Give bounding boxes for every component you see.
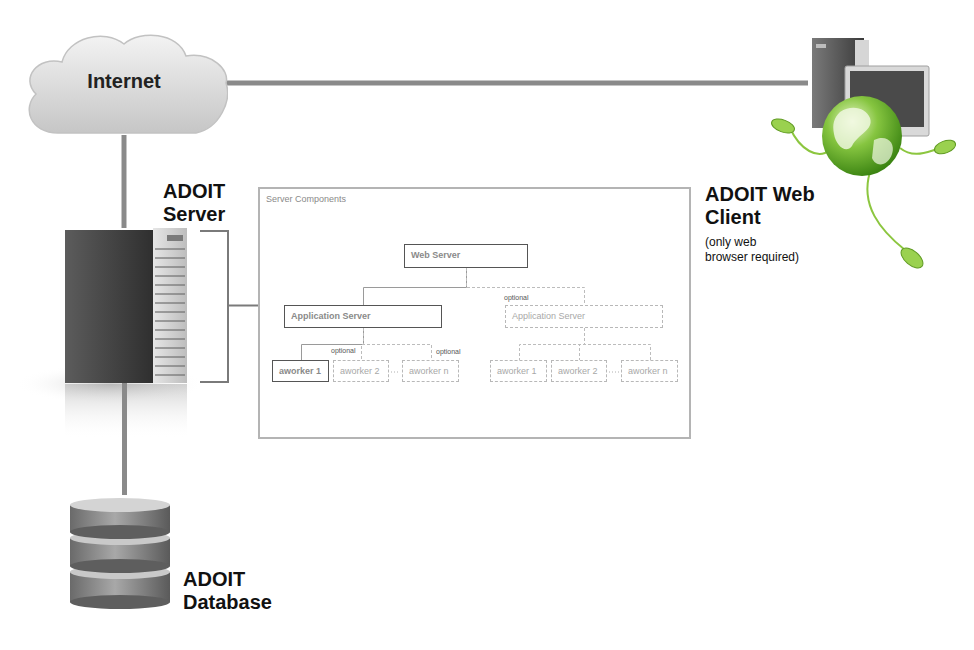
- cloud-node: Internet: [20, 28, 228, 138]
- optional-box: aworker n: [402, 360, 459, 382]
- node-note: (only web browser required): [705, 235, 801, 265]
- node-label: aworker 2: [558, 366, 598, 376]
- optional-connector: [364, 328, 432, 360]
- optional-note: optional: [504, 294, 529, 301]
- node-label: Application Server: [291, 311, 371, 321]
- bracket: [200, 231, 228, 382]
- node-label: aworker 1: [279, 366, 321, 376]
- database-node: ADOIT Database: [68, 495, 172, 608]
- connector: [226, 81, 808, 86]
- node-label: Internet: [87, 70, 160, 93]
- components-frame: Web ServerApplication Server Application …: [258, 187, 691, 439]
- optional-box: aworker 2: [333, 360, 389, 382]
- optional-connector: [580, 328, 585, 360]
- node-heading: ADOIT Database: [183, 568, 283, 614]
- optional-connector: [467, 268, 585, 305]
- worker-box: aworker 1: [272, 360, 329, 382]
- server-plate: [167, 235, 183, 241]
- server-front: [153, 228, 187, 383]
- dots: [391, 372, 400, 373]
- cloud-outline: [29, 35, 227, 133]
- frame-title: Server Components: [266, 194, 346, 204]
- connector: [364, 268, 467, 305]
- optional-box: aworker 2: [551, 360, 607, 382]
- connector: [122, 135, 127, 228]
- server-node: ADOIT Server: [62, 228, 187, 383]
- optional-box: Application Server: [505, 305, 663, 328]
- node-label: aworker n: [409, 366, 449, 376]
- node-label: aworker 2: [340, 366, 380, 376]
- node-heading: ADOIT Web Client: [705, 183, 823, 229]
- optional-box: aworker 1: [490, 360, 547, 382]
- node-label: Web Server: [411, 250, 460, 260]
- process-box: Web Server: [404, 244, 528, 268]
- optional-note: optional: [331, 347, 356, 354]
- node-label: aworker n: [628, 366, 668, 376]
- optional-connector: [585, 328, 651, 360]
- connector: [122, 383, 127, 495]
- node-heading: ADOIT Server: [163, 180, 243, 226]
- client-computer: [770, 38, 958, 272]
- optional-connector: [520, 328, 585, 360]
- dots: [609, 372, 619, 373]
- web-client: ADOIT Web Client(only web browser requir…: [808, 35, 928, 131]
- connector: [302, 328, 364, 360]
- process-box: Application Server: [284, 305, 442, 328]
- server-bays: [153, 248, 187, 381]
- node-label: aworker 1: [497, 366, 537, 376]
- optional-box: aworker n: [621, 360, 678, 382]
- node-label: Application Server: [512, 311, 585, 321]
- connector: [228, 305, 258, 307]
- server-side: [65, 230, 153, 383]
- optional-note: optional: [436, 348, 461, 355]
- database-stack: [70, 498, 170, 609]
